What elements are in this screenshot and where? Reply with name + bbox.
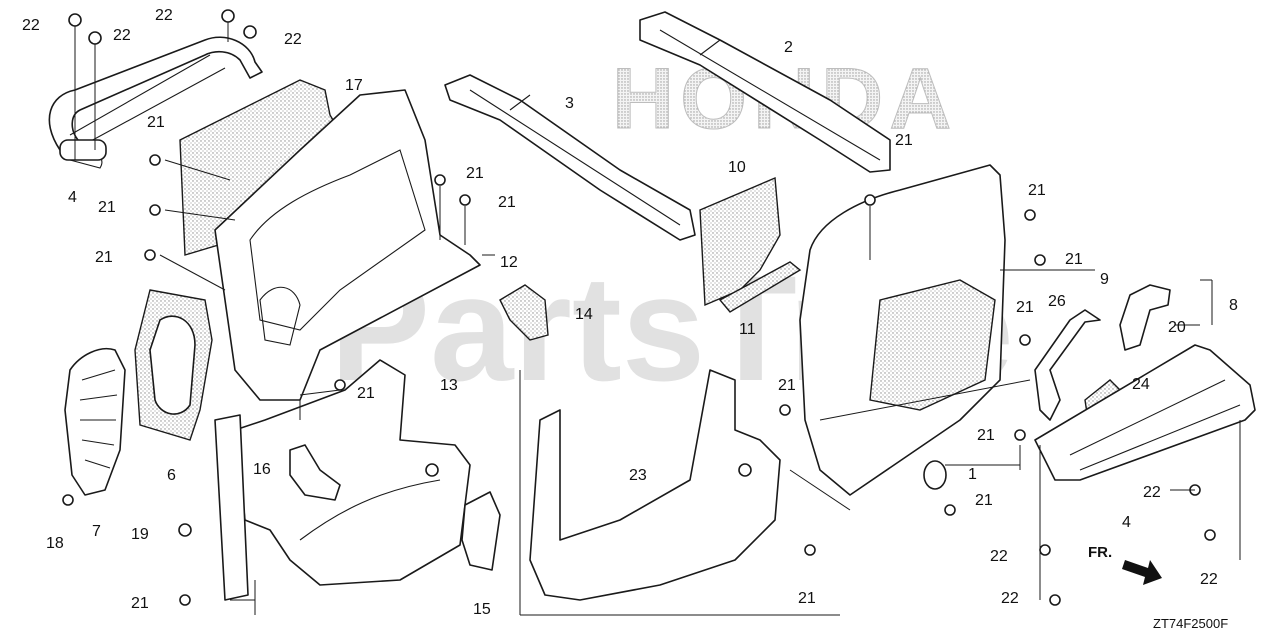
- rail-3: [444, 74, 696, 241]
- leader-lines: [74, 22, 1241, 616]
- rail-2: [639, 11, 891, 173]
- front-direction-arrow: [1122, 560, 1162, 585]
- callout: 22: [1143, 484, 1161, 501]
- callout: 4: [68, 189, 77, 206]
- callout: 22: [113, 27, 131, 44]
- callout: 22: [22, 17, 40, 34]
- direction-label: FR.: [1088, 544, 1112, 561]
- callout: 21: [95, 249, 113, 266]
- clip-20: [1119, 284, 1171, 351]
- strip-15: [461, 491, 501, 571]
- callout: 21: [357, 385, 375, 402]
- callout: 10: [728, 159, 746, 176]
- bracket-16: [289, 444, 341, 501]
- callout: 7: [92, 523, 101, 540]
- callout: 21: [977, 427, 995, 444]
- callout: 22: [1001, 590, 1019, 607]
- callout: 12: [500, 254, 518, 271]
- callout: 23: [629, 467, 647, 484]
- callout: 13: [440, 377, 458, 394]
- callout: 22: [990, 548, 1008, 565]
- callout-labels: 22 22 22 22 4 17 21 21 21 3 2 21 21 12 1…: [22, 7, 1238, 618]
- callout: 20: [1168, 319, 1186, 336]
- bar-left: [214, 414, 249, 601]
- callout: 21: [1016, 299, 1034, 316]
- callout: 4: [1122, 514, 1131, 531]
- callout: 17: [345, 77, 363, 94]
- bracket-7: [64, 348, 126, 496]
- panel-9: [799, 164, 1006, 496]
- callout: 6: [167, 467, 176, 484]
- callout: 9: [1100, 271, 1109, 288]
- callout: 3: [565, 95, 574, 112]
- callout: 22: [155, 7, 173, 24]
- callout: 26: [1048, 293, 1066, 310]
- callout: 21: [147, 114, 165, 131]
- callout: 14: [575, 306, 593, 323]
- shroud-12: [214, 89, 481, 401]
- strip-11: [718, 261, 802, 313]
- callout: 1: [968, 466, 977, 483]
- strap-26: [1034, 309, 1101, 421]
- callout: 22: [1200, 571, 1218, 588]
- callout: 21: [1028, 182, 1046, 199]
- callout: 22: [284, 31, 302, 48]
- callout: 21: [798, 590, 816, 607]
- callout: 11: [739, 321, 756, 338]
- callout: 15: [473, 601, 491, 618]
- callout: 18: [46, 535, 64, 552]
- callout: 21: [131, 595, 149, 612]
- callout: 24: [1132, 376, 1150, 393]
- callout: 21: [466, 165, 484, 182]
- callout: 16: [253, 461, 271, 478]
- callout: 21: [98, 199, 116, 216]
- shroud-13: [234, 359, 471, 586]
- plate-10: [699, 176, 781, 307]
- callout: 2: [784, 39, 793, 56]
- callout: 21: [895, 132, 913, 149]
- callout: 8: [1229, 297, 1238, 314]
- callout: 19: [131, 526, 149, 543]
- grommet-1: [923, 460, 947, 490]
- handle-lower: [1034, 344, 1256, 481]
- callout: 21: [975, 492, 993, 509]
- callout: 21: [1065, 251, 1083, 268]
- shroud-23: [529, 369, 781, 601]
- bolts: [62, 9, 1216, 606]
- bracket-14: [499, 284, 549, 341]
- diagram-code: ZT74F2500F: [1153, 616, 1228, 631]
- callout: 21: [778, 377, 796, 394]
- callout: 21: [498, 194, 516, 211]
